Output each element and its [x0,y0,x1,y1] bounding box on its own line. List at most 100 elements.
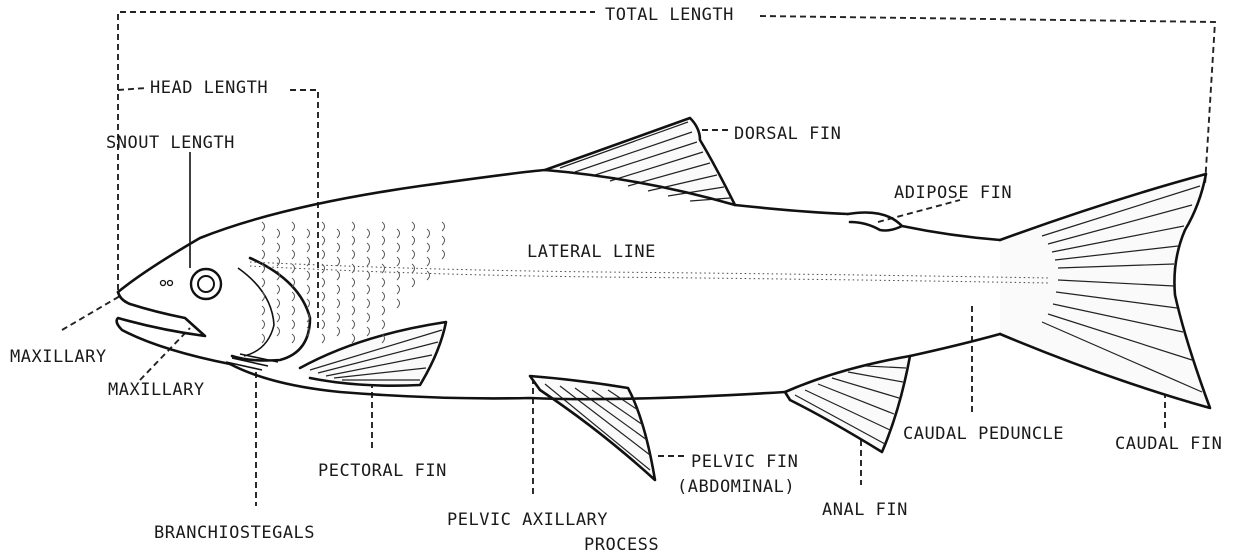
scale-mark [322,250,325,259]
scale-mark [397,229,400,238]
scale-mark [292,236,295,245]
scale-mark [367,271,370,280]
fish-body [117,170,1050,399]
scale-mark [262,320,265,329]
scale-mark [277,285,280,294]
scale-mark [307,243,310,252]
scale-mark [367,299,370,308]
maxillary-lower-label: MAXILLARY [108,380,205,400]
eye [191,269,221,299]
scale-mark [412,278,415,287]
scale-mark [367,313,370,322]
scale-mark [292,292,295,301]
scale-mark [322,334,325,343]
scale-mark [367,229,370,238]
scale-mark [262,236,265,245]
scale-mark [412,222,415,231]
scale-mark [382,236,385,245]
scale-mark [427,229,430,238]
scale-mark [322,292,325,301]
scale-mark [292,306,295,315]
scale-mark [382,306,385,315]
dorsal-outline [118,170,1000,292]
pelvic-fin-label: PELVIC FIN [691,452,798,472]
scale-mark [352,292,355,301]
scale-mark [337,271,340,280]
scale-mark [367,327,370,336]
scale-mark [277,327,280,336]
scale-mark [337,257,340,266]
scale-mark [442,222,445,231]
scale-mark [352,306,355,315]
lateral-line-label: LATERAL LINE [527,242,656,262]
anal-fin [785,356,910,452]
scale-mark [322,306,325,315]
scale-mark [292,264,295,273]
scale-mark [427,243,430,252]
scale-mark [397,257,400,266]
maxillary-upper-leader [62,296,120,330]
scale-mark [307,271,310,280]
scale-mark [352,222,355,231]
total-length-label: TOTAL LENGTH [605,5,734,25]
scale-mark [367,285,370,294]
scale-mark [337,299,340,308]
lateral-line [250,262,1050,278]
scale-mark [382,264,385,273]
scale-mark [397,285,400,294]
scale-mark [292,334,295,343]
pectoral-fin-label: PECTORAL FIN [318,461,447,481]
scale-mark [352,320,355,329]
adipose-fin [848,213,902,231]
dorsal-fin-label: DORSAL FIN [734,124,841,144]
scale-mark [262,222,265,231]
snout [117,292,230,364]
operculum-inner [238,268,274,356]
scale-mark [382,222,385,231]
nostril [161,281,173,286]
pelvic-fin [530,376,655,480]
scale-mark [397,243,400,252]
scale-mark [382,278,385,287]
scale-mark [352,236,355,245]
scale-mark [262,250,265,259]
scale-mark [382,320,385,329]
lateral-line-2 [250,266,1050,283]
scale-mark [292,250,295,259]
pelvic-axillary-label: PELVIC AXILLARY [447,510,608,530]
scale-mark [262,334,265,343]
scale-mark [367,243,370,252]
anal-fin-label: ANAL FIN [822,500,908,520]
scale-mark [382,292,385,301]
scale-mark [352,264,355,273]
snout-length-label: SNOUT LENGTH [106,133,235,153]
scale-mark [277,257,280,266]
head-length-label: HEAD LENGTH [150,78,268,98]
scale-mark [382,250,385,259]
scale-mark [352,250,355,259]
scale-mark [322,278,325,287]
pelvic-axillary-label-line2: PROCESS [584,535,659,555]
maxillary-upper-label: MAXILLARY [10,347,107,367]
adipose-fin-label: ADIPOSE FIN [894,183,1012,203]
fins [300,118,1210,480]
scale-mark [337,327,340,336]
pelvic-fin-label-line2: (ABDOMINAL) [677,477,795,497]
scale-mark [292,320,295,329]
pectoral-fin [300,322,446,386]
scale-mark [367,257,370,266]
scale-mark [337,243,340,252]
scale-mark [427,257,430,266]
scale-mark [352,334,355,343]
scale-mark [322,320,325,329]
scale-mark [427,271,430,280]
dorsal-fin [545,118,735,205]
branchiostegals-label: BRANCHIOSTEGALS [154,523,315,543]
scale-mark [397,299,400,308]
scale-mark [442,250,445,259]
scale-mark [322,222,325,231]
scale-mark [412,236,415,245]
scale-mark [322,236,325,245]
scale-mark [262,278,265,287]
